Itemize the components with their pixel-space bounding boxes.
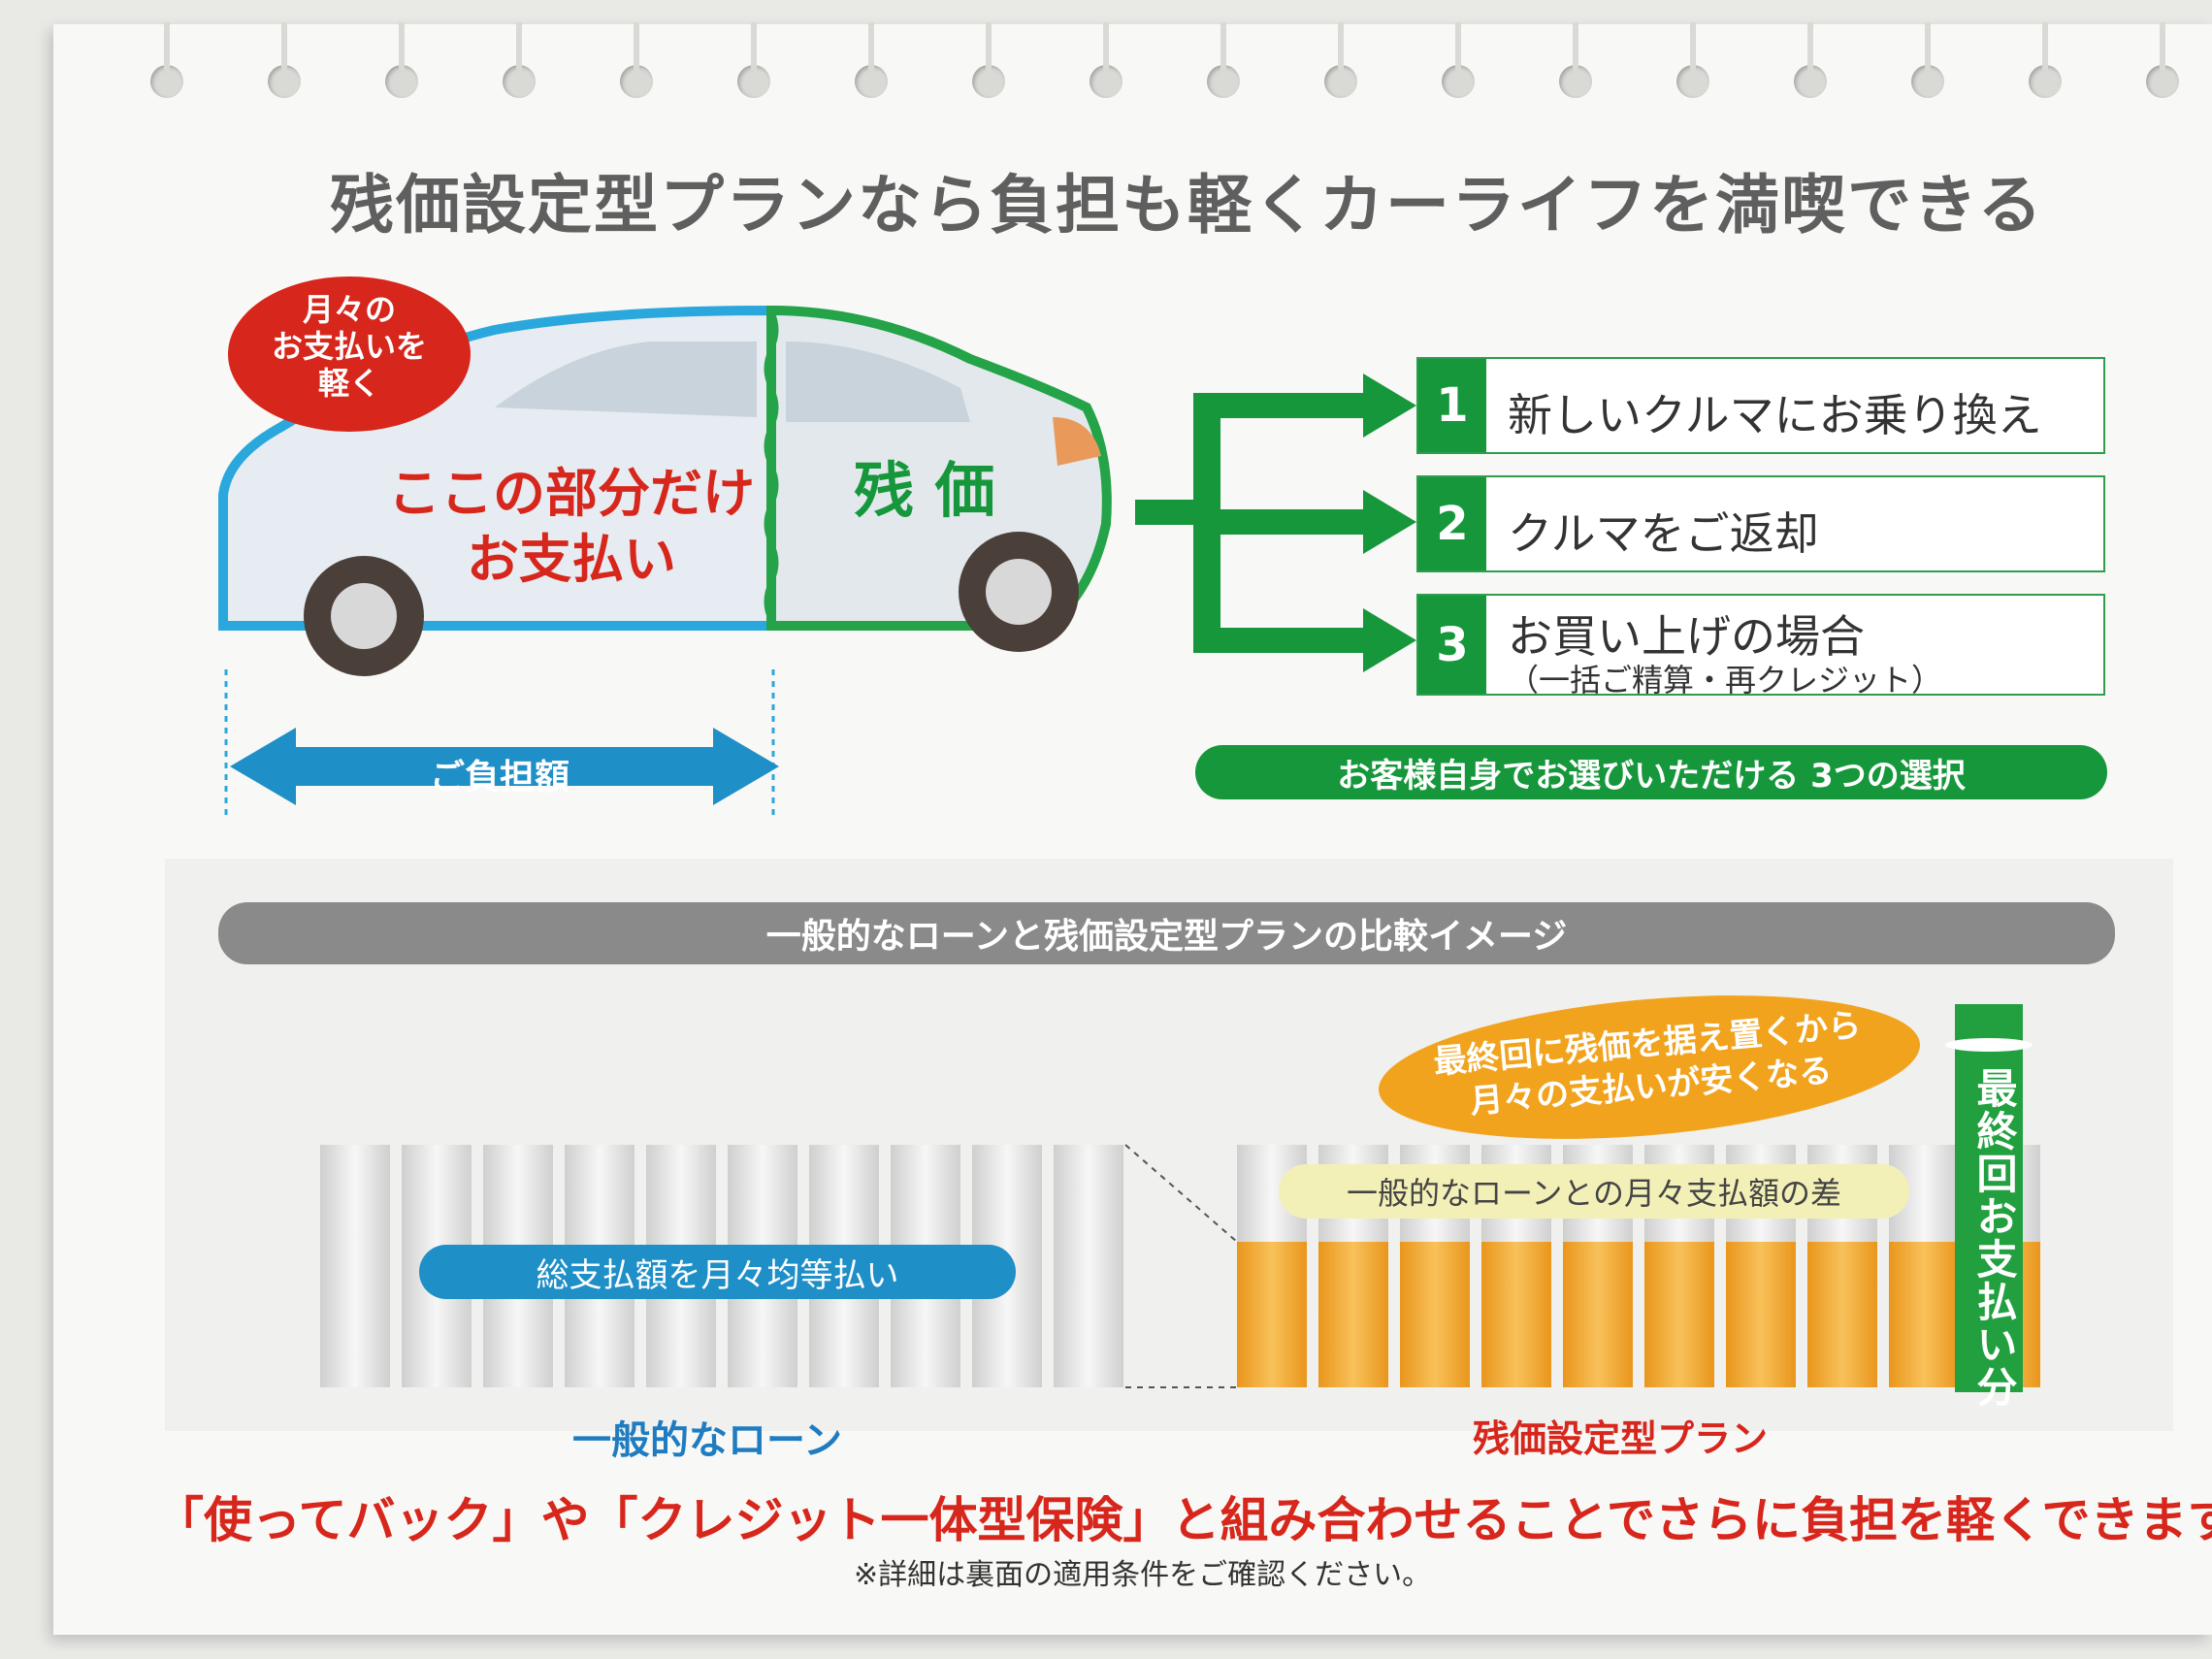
binder-hole bbox=[1794, 22, 1827, 98]
binder-hole bbox=[503, 22, 536, 98]
plan-bar-payment bbox=[1644, 1242, 1714, 1387]
tail-light bbox=[1053, 417, 1101, 466]
monthly-payment-bubble: 月々の お支払いを 軽く bbox=[228, 276, 471, 432]
plan-bar-payment bbox=[1400, 1242, 1470, 1387]
binder-hole bbox=[1676, 22, 1709, 98]
option-number: 3 bbox=[1418, 596, 1486, 694]
guide-line bbox=[1124, 1144, 1238, 1388]
plan-bar-payment bbox=[1318, 1242, 1388, 1387]
option-number: 1 bbox=[1418, 359, 1486, 452]
option-1: 1 新しいクルマにお乗り換え bbox=[1416, 357, 2105, 454]
plan-bar-payment bbox=[1726, 1242, 1796, 1387]
binder-hole bbox=[855, 22, 888, 98]
binder-hole bbox=[1911, 22, 1944, 98]
option-subtext: （一括ご精算・再クレジット） bbox=[1508, 662, 1943, 699]
binder-hole bbox=[1207, 22, 1240, 98]
binder-hole bbox=[1090, 22, 1122, 98]
divider-wave bbox=[764, 309, 779, 623]
plan-bar-payment bbox=[1237, 1242, 1307, 1387]
option-number: 2 bbox=[1418, 477, 1486, 570]
plan-bar-payment bbox=[1807, 1242, 1877, 1387]
binder-hole bbox=[737, 22, 770, 98]
binder-hole bbox=[150, 22, 183, 98]
loan-caption: 総支払額を月々均等払い bbox=[419, 1245, 1016, 1299]
option-3: 3 お買い上げの場合 （一括ご精算・再クレジット） bbox=[1416, 594, 2105, 699]
binder-hole bbox=[2146, 22, 2179, 98]
binder-hole bbox=[1442, 22, 1475, 98]
comparison-header: 一般的なローンと残価設定型プランの比較イメージ bbox=[218, 902, 2115, 964]
loan-label: 一般的なローン bbox=[572, 1418, 842, 1463]
break-mark bbox=[1945, 1038, 2033, 1052]
loan-bar bbox=[320, 1145, 390, 1387]
plan-bar-payment bbox=[1481, 1242, 1551, 1387]
option-text: クルマをご返却 bbox=[1508, 507, 1819, 560]
final-payment-bar bbox=[1955, 1004, 2023, 1392]
binder-hole bbox=[2029, 22, 2062, 98]
plan-bar-payment bbox=[1563, 1242, 1633, 1387]
binder-hole bbox=[268, 22, 301, 98]
page-title: 残価設定型プランなら負担も軽くカーライフを満喫できる bbox=[330, 168, 2044, 243]
car-window-front bbox=[495, 342, 757, 417]
burden-arrow bbox=[224, 669, 779, 815]
pay-part-label: ここの部分だけ お支払い bbox=[388, 463, 755, 590]
plan-label: 残価設定型プラン bbox=[1473, 1417, 1769, 1460]
footer-main: 「使ってバック」や「クレジット一体型保険」と組み合わせることでさらに負担を軽くで… bbox=[155, 1492, 2212, 1548]
diff-caption: 一般的なローンとの月々支払額の差 bbox=[1279, 1164, 1909, 1219]
residual-value-label: 残 価 bbox=[854, 455, 995, 526]
final-payment-label: 最終回お支払い分 bbox=[1970, 1067, 2018, 1409]
binder-hole bbox=[1559, 22, 1592, 98]
binder-hole bbox=[972, 22, 1005, 98]
binder-hole bbox=[620, 22, 653, 98]
plan-bar-payment bbox=[1889, 1242, 1959, 1387]
choice-label: お客様自身でお選びいただける 3つの選択 bbox=[1195, 745, 2107, 799]
footer-note: ※詳細は裏面の適用条件をご確認ください。 bbox=[854, 1558, 1432, 1592]
burden-label: ご負担額 bbox=[429, 758, 569, 797]
option-text: お買い上げの場合 bbox=[1508, 610, 1865, 663]
option-text: 新しいクルマにお乗り換え bbox=[1508, 389, 2042, 441]
loan-bar bbox=[1054, 1145, 1123, 1387]
binder-hole bbox=[385, 22, 418, 98]
choice-arrows bbox=[1135, 374, 1416, 672]
option-2: 2 クルマをご返却 bbox=[1416, 475, 2105, 572]
binder-hole bbox=[1324, 22, 1357, 98]
car-window-rear bbox=[786, 342, 970, 422]
